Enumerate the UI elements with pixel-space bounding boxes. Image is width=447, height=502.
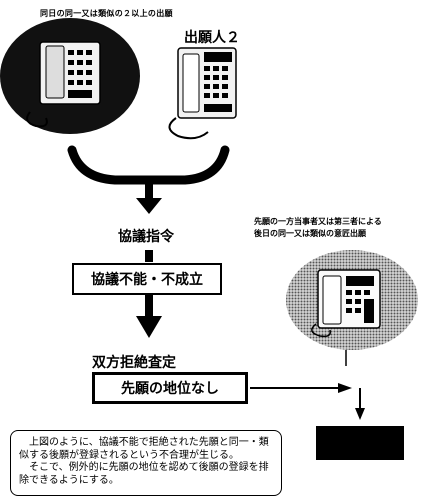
third-party-caption-line2: 後日の同一又は類似の意匠出願: [254, 229, 366, 238]
third-party-phone-illustration: [286, 250, 418, 350]
no-prior-status-box: 先願の地位なし: [92, 372, 248, 404]
consultation-order-label: 協議指令: [118, 229, 174, 245]
double-rejection-label: 双方拒絶査定: [92, 355, 176, 371]
applicant1-phone-illustration: [0, 18, 140, 134]
explanation-note: 上図のように、協議不能で拒絶された先願と同一・類似する後願が登録されるという不合…: [10, 430, 282, 496]
third-party-caption-line1: 先願の一方当事者又は第三者による: [254, 217, 382, 226]
applicant2-phone-illustration: [168, 47, 237, 140]
registration-block: [316, 426, 404, 460]
consultation-failure-box: 協議不能・不成立: [72, 263, 222, 295]
same-day-applications-caption: 同日の同一又は類似の２以上の出願: [40, 9, 173, 18]
exclusion-arrows: [250, 350, 365, 420]
merge-bracket: [67, 145, 230, 185]
applicant2-label: 出願人２: [184, 30, 240, 46]
third-party-caption: 先願の一方当事者又は第三者による 後日の同一又は類似の意匠出願: [254, 216, 444, 240]
no-prior-status-label: 先願の地位なし: [121, 381, 219, 397]
flow-arrows: [136, 180, 162, 338]
consultation-failure-label: 協議不能・不成立: [91, 272, 203, 288]
